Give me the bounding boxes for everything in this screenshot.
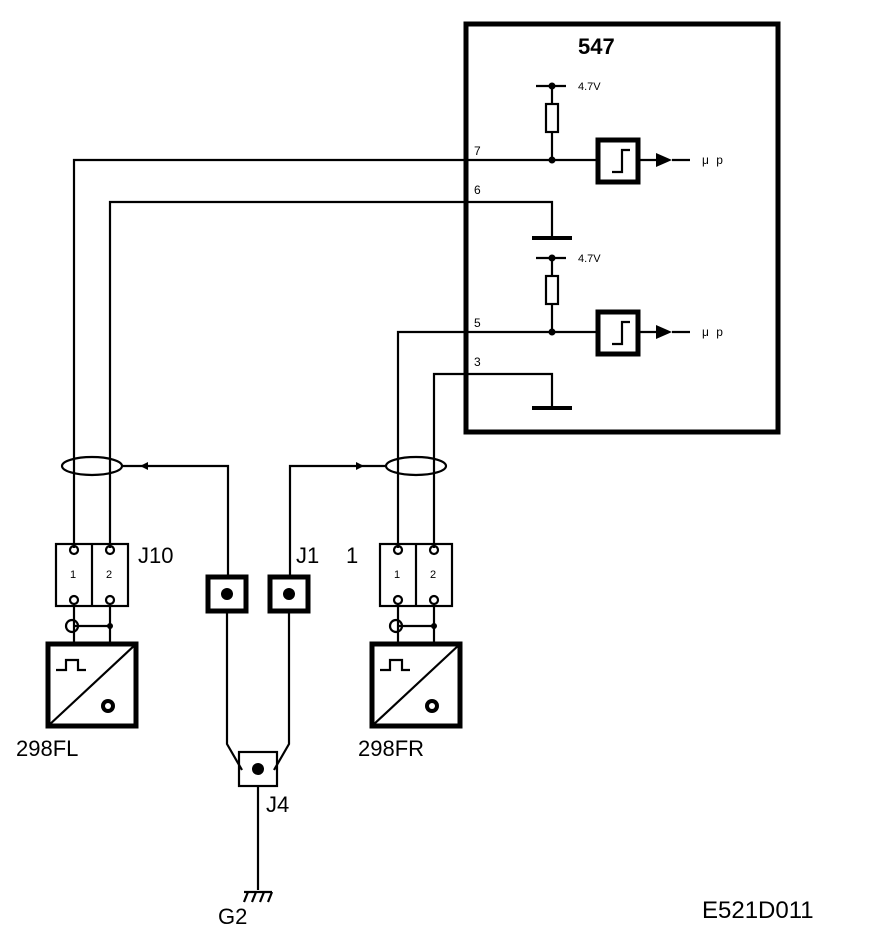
connector-j1-label: J1 bbox=[296, 543, 319, 568]
splice-j1 bbox=[267, 574, 311, 614]
wires-left bbox=[72, 158, 598, 548]
schmitt-trigger-lower bbox=[595, 309, 690, 357]
right-pin-2: 2 bbox=[430, 569, 436, 581]
right-pin-1: 1 bbox=[394, 569, 400, 581]
supply-voltage-lower: 4.7V bbox=[578, 253, 601, 265]
connector-j10 bbox=[54, 542, 130, 608]
sensor-298fl-label: 298FL bbox=[16, 736, 78, 761]
upper-pullup bbox=[536, 82, 566, 164]
j10-pin-2: 2 bbox=[106, 569, 112, 581]
connector-j4-label: J4 bbox=[266, 792, 289, 817]
sensor-298fl bbox=[45, 604, 139, 729]
sensor-298fr bbox=[369, 604, 463, 729]
schmitt-trigger-upper bbox=[595, 137, 690, 185]
j10-pin-1: 1 bbox=[70, 569, 76, 581]
pin-3: 3 bbox=[474, 355, 481, 369]
splice-j4 bbox=[237, 750, 279, 890]
drain-wires bbox=[225, 611, 291, 771]
shield-right bbox=[288, 455, 448, 578]
connector-right bbox=[378, 542, 454, 608]
module-label: 547 bbox=[578, 34, 615, 59]
module-547-box bbox=[463, 21, 781, 435]
internal-ground-lower bbox=[466, 372, 572, 410]
lower-pullup bbox=[536, 254, 566, 336]
connector-right-label: 1 bbox=[346, 543, 358, 568]
output-upper: μ p bbox=[702, 153, 725, 167]
pin-5: 5 bbox=[474, 316, 481, 330]
supply-voltage-upper: 4.7V bbox=[578, 81, 601, 93]
ground-g2-label: G2 bbox=[218, 904, 247, 929]
splice-left bbox=[205, 574, 249, 614]
connector-j10-label: J10 bbox=[138, 543, 173, 568]
wires-right bbox=[396, 330, 598, 548]
pin-6: 6 bbox=[474, 183, 481, 197]
ground-g2-symbol bbox=[242, 890, 274, 903]
sensor-298fr-label: 298FR bbox=[358, 736, 424, 761]
output-lower: μ p bbox=[702, 325, 725, 339]
pin-7: 7 bbox=[474, 144, 481, 158]
diagram-code: E521D011 bbox=[702, 897, 814, 924]
shield-left bbox=[60, 455, 230, 578]
internal-ground-upper bbox=[466, 200, 572, 240]
